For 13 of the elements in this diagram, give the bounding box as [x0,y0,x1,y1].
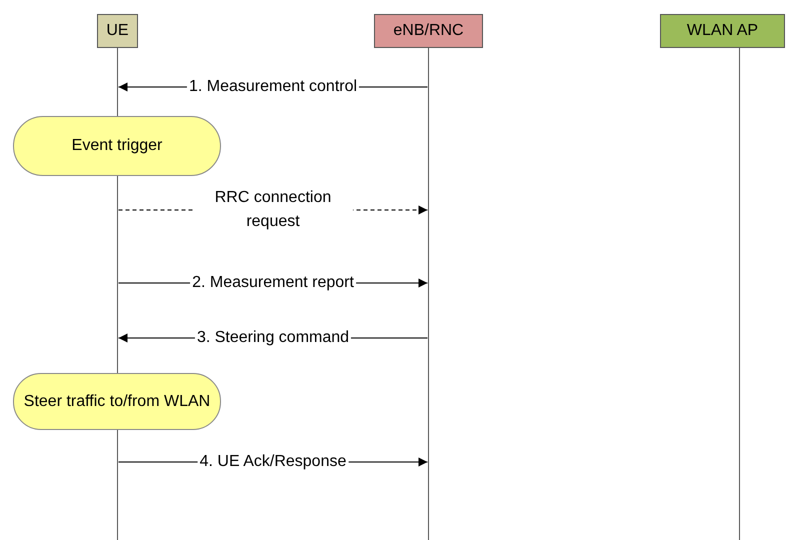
lifeline [117,48,118,116]
lifeline-header [660,14,785,48]
lifeline-header [374,14,483,48]
node-label: Steer traffic to/from WLAN [24,392,210,412]
lifeline [117,430,118,540]
lifeline-header [97,14,138,48]
node-label: eNB/RNC [393,21,464,41]
node-label: UE [106,21,129,41]
lifeline [739,48,740,540]
node-label: Event trigger [72,136,162,156]
lifeline [428,48,429,540]
lifeline [117,176,118,373]
node-label: WLAN AP [686,21,758,41]
